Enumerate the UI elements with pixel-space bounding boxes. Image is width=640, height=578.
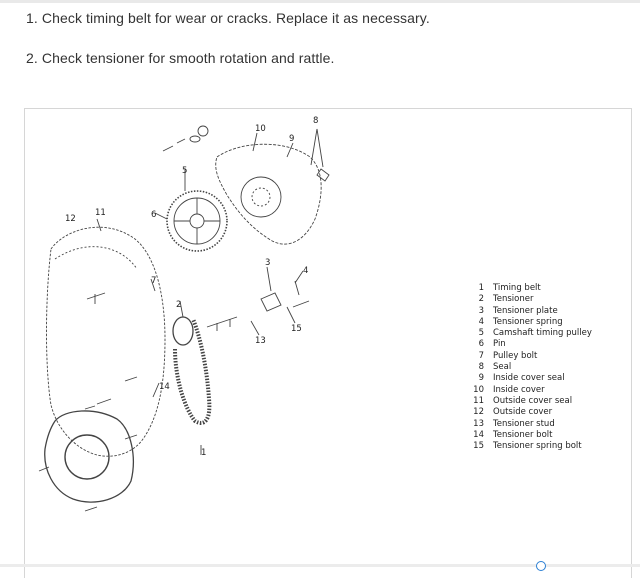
- callout-5: 5: [182, 166, 187, 176]
- callout-6: 6: [151, 210, 156, 220]
- callout-1: 1: [201, 448, 206, 458]
- callout-14: 14: [159, 382, 170, 392]
- bottom-divider: [0, 564, 640, 567]
- callout-8: 8: [313, 116, 318, 126]
- step-2-text: 2. Check tensioner for smooth rotation a…: [26, 50, 335, 66]
- callout-7: 7: [151, 276, 156, 286]
- step-1-text: 1. Check timing belt for wear or cracks.…: [26, 10, 430, 26]
- top-divider: [0, 0, 640, 3]
- carousel-indicator[interactable]: [536, 561, 546, 571]
- diagram-drawing: 10 9 8 5 6 11 12 7 2 3 4 15 13 14 1: [38, 116, 330, 512]
- callout-11: 11: [95, 208, 106, 218]
- callout-13: 13: [255, 336, 266, 346]
- callout-12: 12: [65, 214, 76, 224]
- callout-9: 9: [289, 134, 294, 144]
- callout-2: 2: [176, 300, 181, 310]
- callout-3: 3: [265, 258, 270, 268]
- exploded-view-diagram: 10 9 8 5 6 11 12 7 2 3 4 15 13 14 1: [24, 108, 632, 578]
- callout-15: 15: [291, 324, 302, 334]
- callout-4: 4: [303, 266, 308, 276]
- callout-10: 10: [255, 124, 266, 134]
